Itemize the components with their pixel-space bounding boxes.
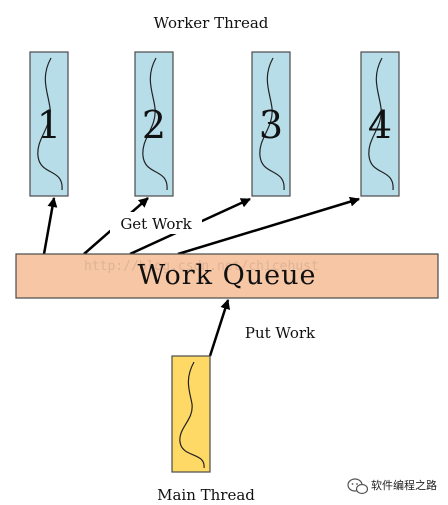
- put-work-arrow: [208, 299, 231, 357]
- thread-squiggle-icon: [37, 57, 63, 191]
- worker-thread-title: Worker Thread: [154, 14, 269, 32]
- faint-url-watermark: http://blog.csdn.net/chicehust: [84, 259, 319, 274]
- worker-box-4: 4: [360, 51, 400, 197]
- thread-squiggle-icon: [368, 57, 394, 191]
- worker-number-1: 1: [37, 103, 61, 147]
- worker-box-1: 1: [29, 51, 69, 197]
- watermark-text: 软件编程之路: [371, 478, 437, 492]
- wechat-logo-icon: [347, 478, 369, 495]
- put-work-label: Put Work: [245, 324, 316, 342]
- work-queue-box: [15, 253, 439, 299]
- work-queue-label: Work Queue: [138, 260, 317, 291]
- worker-rect: [29, 51, 69, 197]
- worker-rect: [251, 51, 291, 197]
- main-thread-label: Main Thread: [157, 486, 255, 504]
- main-thread-box: [171, 355, 211, 473]
- thread-squiggle-icon: [179, 361, 205, 469]
- get-work-label-bg: [110, 212, 202, 234]
- worker-rect: [134, 51, 174, 197]
- worker-number-3: 3: [259, 103, 283, 147]
- thread-squiggle-icon: [142, 57, 168, 191]
- worker-number-2: 2: [142, 103, 166, 147]
- worker-number-4: 4: [368, 103, 392, 147]
- get-work-arrow-1: [42, 197, 58, 255]
- thread-squiggle-icon: [259, 57, 285, 191]
- get-work-label: Get Work: [120, 215, 192, 233]
- worker-box-2: 2: [134, 51, 174, 197]
- worker-box-3: 3: [251, 51, 291, 197]
- worker-rect: [360, 51, 400, 197]
- get-work-arrow-4: [177, 196, 360, 256]
